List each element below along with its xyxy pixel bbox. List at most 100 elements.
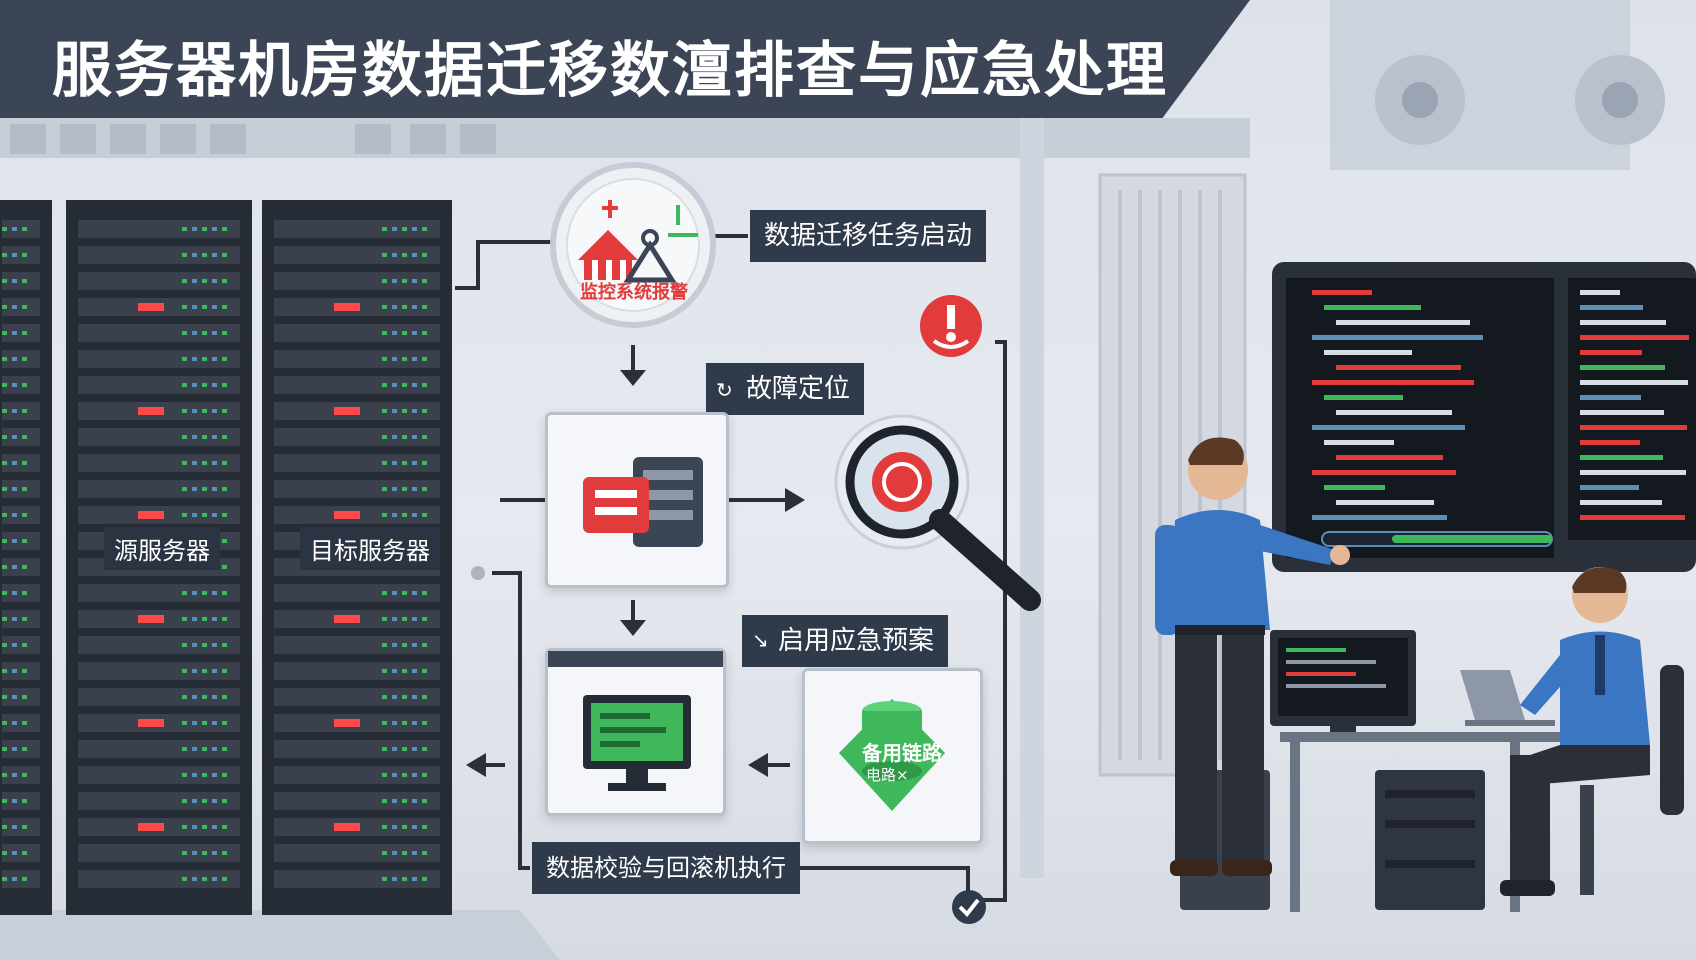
code-line xyxy=(1580,290,1620,295)
rack-led xyxy=(212,409,217,413)
rack-led xyxy=(202,513,207,517)
rack-led xyxy=(12,253,17,257)
rack-led xyxy=(382,253,387,257)
rack-led xyxy=(222,305,227,309)
rack-slot xyxy=(2,662,40,680)
rack-slot xyxy=(274,220,440,238)
code-line xyxy=(1336,365,1461,370)
rack-led xyxy=(192,461,197,465)
rack-led xyxy=(222,435,227,439)
rack-led xyxy=(202,773,207,777)
rack-slot xyxy=(2,688,40,706)
rack-led xyxy=(402,513,407,517)
rack-led xyxy=(2,435,7,439)
code-line xyxy=(1336,500,1434,505)
rack-led xyxy=(382,773,387,777)
rack-led xyxy=(382,799,387,803)
rack-led xyxy=(192,669,197,673)
standing-engineer xyxy=(1155,437,1350,876)
rack-led xyxy=(22,253,27,257)
rack-led xyxy=(392,773,397,777)
rack-led xyxy=(392,331,397,335)
code-line xyxy=(1580,515,1685,520)
rack-alert-led xyxy=(334,511,360,519)
rack-led xyxy=(392,721,397,725)
rack-led xyxy=(402,877,407,881)
rack-led xyxy=(192,773,197,777)
rack-led xyxy=(192,695,197,699)
rack-led xyxy=(12,565,17,569)
rack-led xyxy=(222,331,227,335)
rack-led xyxy=(422,383,427,387)
rack-led xyxy=(222,747,227,751)
rack-led xyxy=(2,747,7,751)
rack-led xyxy=(222,669,227,673)
rack-led xyxy=(422,643,427,647)
rack-led xyxy=(202,643,207,647)
rack-led xyxy=(402,643,407,647)
rack-led xyxy=(222,383,227,387)
rack-led xyxy=(22,513,27,517)
rack-led xyxy=(422,435,427,439)
target-server-label: 目标服务器 xyxy=(300,527,440,570)
rack-led xyxy=(192,721,197,725)
rack-led xyxy=(412,513,417,517)
rack-led xyxy=(382,747,387,751)
rack-led xyxy=(12,799,17,803)
rack-slot xyxy=(78,844,240,862)
rack-slot xyxy=(2,740,40,758)
rack-led xyxy=(382,513,387,517)
rack-led xyxy=(212,435,217,439)
rack-led xyxy=(22,747,27,751)
code-line xyxy=(1580,305,1643,310)
code-line xyxy=(1324,440,1394,445)
rack-led xyxy=(222,227,227,231)
rack-led xyxy=(12,591,17,595)
rack-led xyxy=(192,435,197,439)
rack-led xyxy=(182,383,187,387)
server-fault-icon xyxy=(583,457,703,547)
rack-led xyxy=(22,591,27,595)
rack-slot xyxy=(2,246,40,264)
rack-led xyxy=(382,825,387,829)
rack-slot xyxy=(274,324,440,342)
rack-led xyxy=(412,617,417,621)
rack-slot xyxy=(2,298,40,316)
code-line xyxy=(1580,410,1664,415)
magnifier-icon xyxy=(834,414,1041,611)
rack-led xyxy=(182,305,187,309)
code-line xyxy=(1580,350,1642,355)
rack-led xyxy=(192,487,197,491)
rack-slot xyxy=(78,480,240,498)
rack-led xyxy=(392,851,397,855)
rack-led xyxy=(12,513,17,517)
rack-led xyxy=(182,617,187,621)
rack-slot xyxy=(2,350,40,368)
rack-led xyxy=(382,721,387,725)
rack-led xyxy=(12,539,17,543)
rack-led xyxy=(192,305,197,309)
rack-slot xyxy=(78,246,240,264)
locate-marker-icon: ↻ xyxy=(716,378,733,402)
rack-led xyxy=(412,773,417,777)
rack-led xyxy=(392,643,397,647)
rack-led xyxy=(402,773,407,777)
rack-slot xyxy=(78,324,240,342)
rack-led xyxy=(212,227,217,231)
monitor-alert-label: 监控系统报警 xyxy=(580,282,688,303)
rack-led xyxy=(222,513,227,517)
rack-led xyxy=(382,669,387,673)
rack-slot xyxy=(274,792,440,810)
rack-led xyxy=(392,825,397,829)
rack-led xyxy=(382,383,387,387)
rack-slot xyxy=(274,584,440,602)
rack-slot xyxy=(2,766,40,784)
rack-led xyxy=(202,253,207,257)
rack-led xyxy=(392,435,397,439)
rack-led xyxy=(382,851,387,855)
rack-led xyxy=(412,383,417,387)
card-header-bar xyxy=(548,651,723,667)
rack-led xyxy=(382,695,387,699)
rack-led xyxy=(182,669,187,673)
